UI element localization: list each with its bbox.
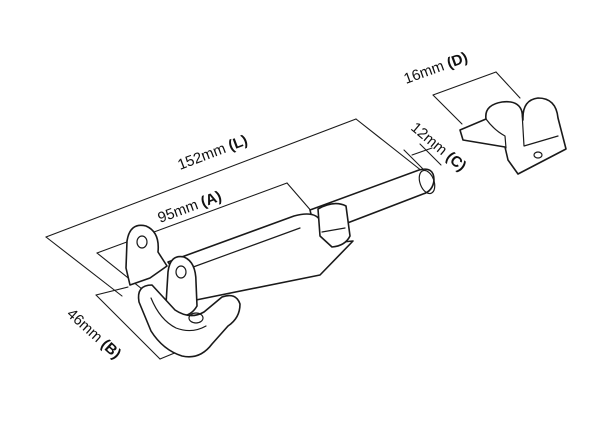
keeper-staple [459,97,567,175]
handle-crease [150,297,207,332]
ext-line-c-b [419,143,442,166]
handle-tip [188,312,204,324]
front-plate-hole [175,265,187,279]
dim-label-l: 152mm (L) [175,132,250,174]
keeper-body [459,97,567,175]
dim-line-l [45,118,357,238]
back-plate [125,224,168,286]
ext-line-l-left [45,236,123,297]
ext-line-l-right [355,118,428,176]
dim-label-d: 16mm (D) [402,49,470,88]
rod-collar [317,202,351,248]
collar-edge [321,227,346,233]
rod-end [418,169,436,195]
dim-line-b [95,294,161,360]
dim-line-d [432,71,497,96]
keeper-inner-edge [485,118,507,149]
keeper-hole [533,151,543,159]
ext-line-d-right [495,71,521,99]
dimension-c: 12mm (C) [403,119,469,175]
housing-edge [184,227,301,271]
ext-line-c-a [403,149,426,172]
dim-label-a: 95mm (A) [156,188,224,227]
bolt-assembly [125,168,436,358]
ext-line-d-left [432,94,463,125]
ext-line-a-right [286,182,314,214]
ext-line-b-top [95,286,129,296]
keeper-fold [521,111,559,147]
bolt-housing [167,213,354,301]
back-plate-hole [136,235,148,249]
bolt-handle [137,284,241,358]
ext-line-a-left [96,252,148,294]
dim-line-c [411,147,433,156]
